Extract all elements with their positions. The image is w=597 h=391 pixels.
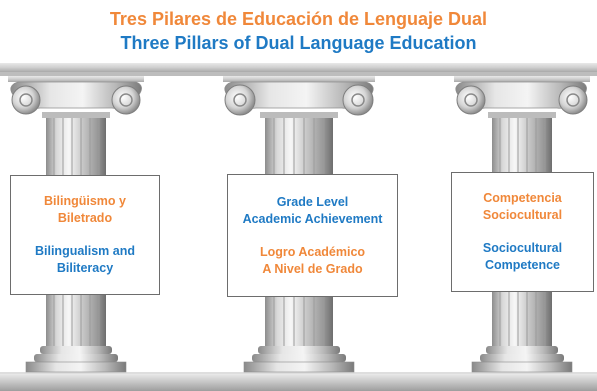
abacus xyxy=(8,76,144,82)
entablature-shadow xyxy=(0,72,597,76)
abacus xyxy=(454,76,590,82)
volute-left-spiral xyxy=(19,93,33,107)
pillar-right-label-box: Competencia Sociocultural Sociocultural … xyxy=(451,172,594,292)
volute-left xyxy=(456,85,486,115)
plinth xyxy=(243,361,355,373)
volute-right-spiral xyxy=(119,93,133,107)
plinth xyxy=(25,361,127,373)
abacus xyxy=(223,76,375,82)
pillar-left-english: Bilingualism and Biliteracy xyxy=(34,244,135,275)
base-torus-lower xyxy=(252,354,346,362)
necking xyxy=(42,112,110,118)
volute-right xyxy=(558,85,588,115)
base-torus-lower xyxy=(34,354,118,362)
volute-left xyxy=(224,84,256,116)
base-torus-lower xyxy=(480,354,564,362)
necking xyxy=(488,112,556,118)
pillar-center-label-box: Grade Level Academic Achievement Logro A… xyxy=(227,174,398,297)
base-torus xyxy=(258,346,340,354)
volute-left-spiral xyxy=(464,93,478,107)
volute-left-spiral xyxy=(233,93,247,107)
capital-echinus xyxy=(10,81,142,109)
title-english: Three Pillars of Dual Language Education xyxy=(120,33,477,53)
entablature xyxy=(0,63,597,72)
pillar-center-english: Grade Level Academic Achievement xyxy=(242,194,383,226)
pillar-center-spanish: Logro Académico A Nivel de Grado xyxy=(259,244,366,276)
base-torus xyxy=(486,346,558,354)
volute-left xyxy=(11,85,41,115)
capital-echinus xyxy=(224,81,374,109)
volute-right xyxy=(342,84,374,116)
pillar-left-spanish: Bilingüismo y Biletrado xyxy=(44,194,126,225)
floor-slab-edge xyxy=(0,372,597,374)
pillar-right-spanish: Competencia Sociocultural xyxy=(482,191,563,222)
plinth xyxy=(471,361,573,373)
volute-right-spiral xyxy=(566,93,580,107)
volute-right xyxy=(111,85,141,115)
pillar-right-english: Sociocultural Competence xyxy=(482,241,563,272)
base-torus xyxy=(40,346,112,354)
necking xyxy=(260,112,338,118)
floor-slab xyxy=(0,372,597,391)
capital-echinus xyxy=(455,81,587,109)
volute-right-spiral xyxy=(351,93,365,107)
title-spanish: Tres Pilares de Educación de Lenguaje Du… xyxy=(109,9,488,29)
pillar-left-label-box: Bilingüismo y Biletrado Bilingualism and… xyxy=(10,175,160,295)
